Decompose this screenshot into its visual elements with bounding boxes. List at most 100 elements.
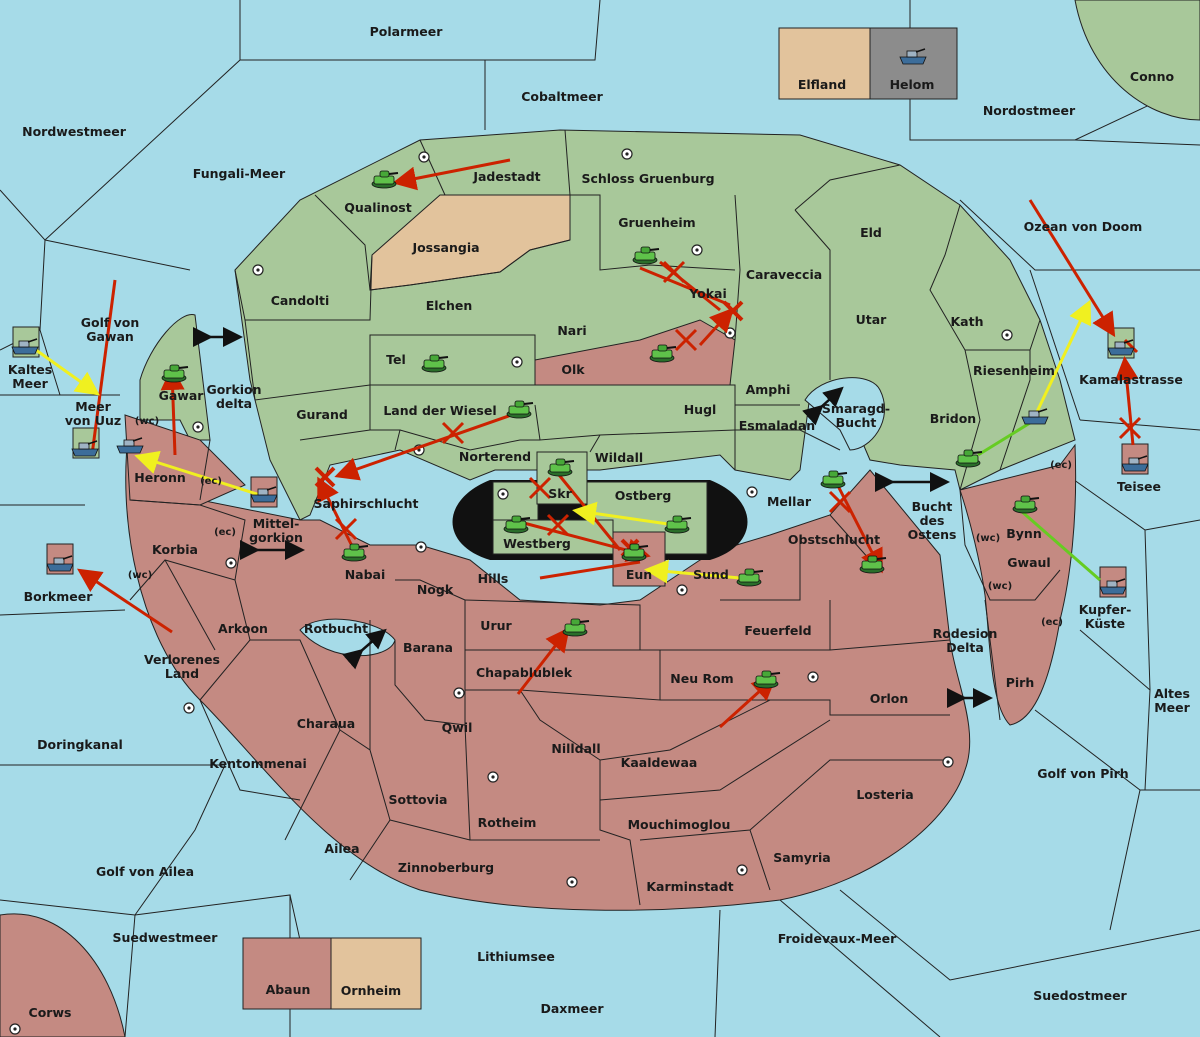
home-boxes: Abaun Ornheim: [242, 937, 422, 1010]
province-heronn[interactable]: [124, 414, 246, 506]
label-qualinost: Qualinost: [344, 200, 411, 215]
label-conno: Conno: [1130, 69, 1175, 84]
label-nogk: Nogk: [417, 582, 454, 597]
label-land-der-wiesel: Land der Wiesel: [383, 403, 496, 418]
label-bridon: Bridon: [930, 411, 976, 426]
label-skr: Skr: [548, 486, 572, 501]
svg-text:(ec): (ec): [1041, 617, 1063, 628]
label-nordostmeer: Nordostmeer: [983, 103, 1076, 118]
svg-text:(ec): (ec): [214, 527, 236, 538]
label-amphi: Amphi: [746, 382, 791, 397]
label-esmaladan: Esmaladan: [739, 418, 815, 433]
home-abaun-swatch: [242, 937, 332, 1010]
label-yokai: Yokai: [688, 286, 727, 301]
label-fungali-meer: Fungali-Meer: [193, 166, 286, 181]
label-qwil: Qwil: [442, 720, 473, 735]
label-riesenheim: Riesenheim: [973, 363, 1055, 378]
label-gurand: Gurand: [296, 407, 348, 422]
label-borkmeer: Borkmeer: [24, 589, 94, 604]
label-korbia: Korbia: [152, 542, 198, 557]
label-candolti: Candolti: [271, 293, 330, 308]
label-golf-von-pirh: Golf von Pirh: [1037, 766, 1128, 781]
label-nari: Nari: [557, 323, 586, 338]
legend-elfland-swatch: [778, 27, 871, 100]
label-daxmeer: Daxmeer: [540, 1001, 604, 1016]
label-rotbucht: Rotbucht: [304, 621, 368, 636]
label-ostberg: Ostberg: [615, 488, 672, 503]
label-eun: Eun: [626, 567, 652, 582]
label-olk: Olk: [561, 362, 585, 377]
label-gruenheim: Gruenheim: [618, 215, 695, 230]
label-barana: Barana: [403, 640, 453, 655]
label-gawar: Gawar: [159, 388, 205, 403]
continent-east-strip: [959, 443, 1077, 726]
legend-helom-label: Helom: [890, 77, 935, 92]
label-cobaltmeer: Cobaltmeer: [521, 89, 603, 104]
label-urur: Urur: [480, 618, 512, 633]
red-labels: Olk Saphirschlucht Nabai Heronn Korbia A…: [134, 362, 1050, 894]
label-mellar: Mellar: [767, 494, 812, 509]
label-nordwestmeer: Nordwestmeer: [22, 124, 127, 139]
svg-text:(wc): (wc): [988, 581, 1012, 592]
label-caraveccia: Caraveccia: [746, 267, 822, 282]
label-arkoon: Arkoon: [218, 621, 268, 636]
label-gwaul: Gwaul: [1007, 555, 1050, 570]
label-feuerfeld: Feuerfeld: [744, 623, 811, 638]
label-teisee: Teisee: [1117, 479, 1161, 494]
label-chapablublek: Chapablublek: [476, 665, 573, 680]
label-obstschlucht: Obstschlucht: [788, 532, 880, 547]
label-golf-von-ailea: Golf von Ailea: [96, 864, 194, 879]
label-suedostmeer: Suedostmeer: [1033, 988, 1127, 1003]
label-suedwestmeer: Suedwestmeer: [113, 930, 219, 945]
label-tel: Tel: [386, 352, 406, 367]
label-bynn: Bynn: [1006, 526, 1041, 541]
label-nabai: Nabai: [345, 567, 386, 582]
cross-markers: [334, 260, 1142, 541]
label-rotheim: Rotheim: [478, 815, 537, 830]
legend: Elfland Helom: [778, 27, 958, 100]
sea-labels: Polarmeer Cobaltmeer Conno Nordostmeer N…: [8, 24, 1191, 1020]
label-norterend: Norterend: [459, 449, 531, 464]
svg-text:(ec): (ec): [200, 476, 222, 487]
label-polarmeer: Polarmeer: [370, 24, 444, 39]
continent-south-green-red: [125, 419, 971, 911]
label-lithiumsee: Lithiumsee: [477, 949, 555, 964]
label-corws: Corws: [29, 1005, 72, 1020]
label-kupfer-kueste: Kupfer-Küste: [1079, 602, 1132, 631]
home-abaun-label: Abaun: [266, 982, 311, 997]
label-kaaldewaa: Kaaldewaa: [621, 755, 698, 770]
label-smaragd-bucht: Smaragd-Bucht: [822, 401, 890, 430]
label-nilldall: Nilldall: [551, 741, 600, 756]
svg-text:(wc): (wc): [135, 416, 159, 427]
label-mouchimoglou: Mouchimoglou: [628, 817, 731, 832]
label-kath: Kath: [951, 314, 984, 329]
label-elchen: Elchen: [426, 298, 473, 313]
svg-text:(wc): (wc): [976, 533, 1000, 544]
label-eld: Eld: [860, 225, 882, 240]
province-corws[interactable]: [0, 913, 126, 1037]
province-conno[interactable]: [1074, 0, 1200, 121]
label-pirh: Pirh: [1006, 675, 1035, 690]
tan-labels: Jossangia: [411, 240, 479, 255]
coast-tags: (wc) (ec) (ec) (wc) (ec) (wc) (wc) (ec): [128, 416, 1072, 628]
label-westberg: Westberg: [503, 536, 571, 551]
label-sottovia: Sottovia: [389, 792, 448, 807]
home-ornheim-label: Ornheim: [341, 983, 401, 998]
label-losteria: Losteria: [856, 787, 913, 802]
label-kamalastrasse: Kamalastrasse: [1079, 372, 1183, 387]
label-heronn: Heronn: [134, 470, 186, 485]
label-jossangia: Jossangia: [411, 240, 479, 255]
label-jadestadt: Jadestadt: [472, 169, 540, 184]
label-neu-rom: Neu Rom: [670, 671, 733, 686]
label-ailea: Ailea: [324, 841, 359, 856]
